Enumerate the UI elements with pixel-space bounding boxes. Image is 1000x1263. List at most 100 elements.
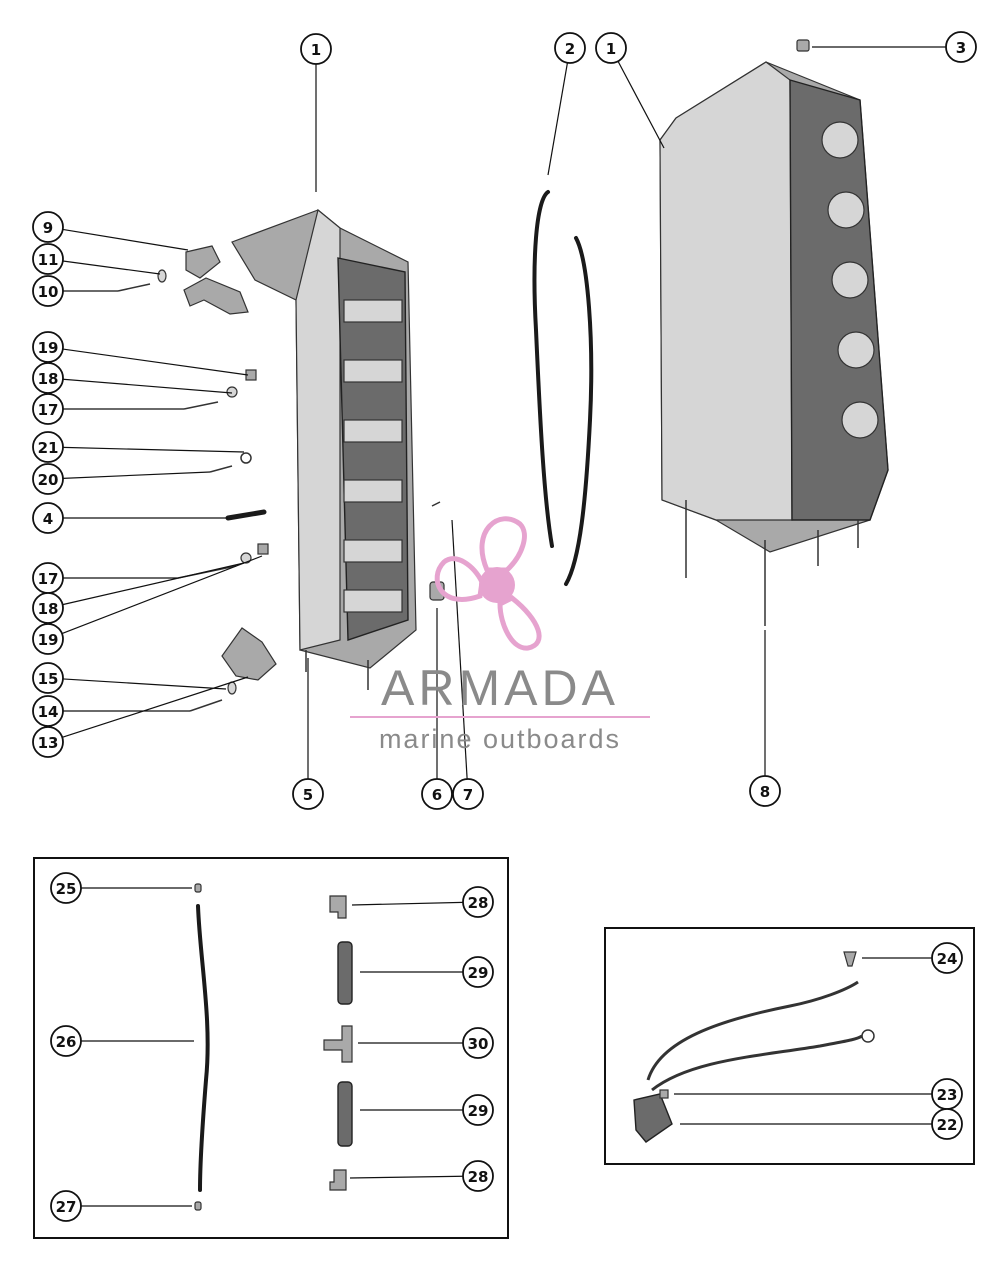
callout-number: 27: [56, 1198, 77, 1216]
callout-leader-line: [61, 555, 263, 635]
callout-leader-line: [62, 471, 211, 479]
screw-part-20: [209, 465, 233, 473]
callout-28: 28: [351, 886, 494, 918]
callout-circle: [462, 886, 494, 918]
callout-leader-line: [62, 260, 161, 275]
callout-1: 1: [595, 32, 665, 149]
callout-circle: [554, 32, 586, 64]
wire-lower: [651, 1034, 863, 1092]
callout-number: 22: [937, 1116, 958, 1134]
clip-part-21: [240, 452, 252, 464]
callout-number: 25: [56, 880, 77, 898]
callout-circle: [595, 32, 627, 64]
callout-circle: [931, 942, 963, 974]
callout-leader-line: [62, 678, 227, 690]
callout-leader-line: [62, 562, 245, 606]
screw-part-24: [843, 951, 857, 967]
washer-part-11: [157, 269, 167, 283]
callout-circle: [462, 1094, 494, 1126]
callout-26: 26: [50, 1025, 194, 1057]
tee-fitting-part-30: [323, 1025, 353, 1063]
callout-19: 19: [32, 555, 263, 655]
callout-number: 11: [38, 251, 59, 269]
callout-number: 10: [38, 283, 59, 301]
bracket-lower-part-9: [183, 277, 249, 315]
callout-9: 9: [32, 211, 189, 251]
callout-leader-line: [451, 519, 468, 780]
callout-circle: [462, 1160, 494, 1192]
bracket-part-9: [185, 245, 221, 279]
callout-24: 24: [862, 942, 963, 974]
callout-circle: [462, 956, 494, 988]
callout-18: 18: [32, 362, 233, 394]
callout-leader-line: [62, 378, 233, 394]
callout-6: 6: [421, 608, 453, 810]
callout-circle: [32, 726, 64, 758]
screw-part-23: [659, 1089, 669, 1099]
callout-1: 1: [300, 33, 332, 192]
cylinder-bores: [821, 121, 879, 439]
sensor-wiring-inset: [604, 927, 975, 1165]
hose-part-29-lower: [337, 1081, 353, 1147]
callout-number: 23: [937, 1086, 958, 1104]
callout-leader-line: [349, 1175, 464, 1179]
callout-29: 29: [360, 1094, 494, 1126]
callout-2: 2: [547, 32, 586, 176]
callout-circle: [32, 695, 64, 727]
callout-13: 13: [32, 676, 249, 758]
nut-part-19-lower: [257, 543, 269, 555]
bolt-part-17: [183, 401, 219, 410]
callout-20: 20: [32, 463, 211, 495]
callout-circle: [32, 463, 64, 495]
callout-leader-line: [62, 228, 189, 251]
wire-ring-terminal: [861, 1029, 875, 1043]
callout-number: 18: [38, 370, 59, 388]
callout-29: 29: [360, 956, 494, 988]
washer-part-18-lower: [240, 552, 252, 564]
callout-7: 7: [451, 519, 484, 810]
callout-circle: [292, 778, 324, 810]
callout-circle: [421, 778, 453, 810]
hose-inset-frame: [33, 857, 509, 1239]
callout-number: 19: [38, 339, 59, 357]
callout-number: 9: [43, 219, 53, 237]
callout-25: 25: [50, 872, 192, 904]
callout-17: 17: [32, 393, 184, 425]
callout-number: 13: [38, 734, 59, 752]
callout-number: 24: [937, 950, 958, 968]
logo-brand-text: ARMADA: [381, 660, 619, 716]
stud-part-4: [225, 509, 267, 521]
callout-18: 18: [32, 562, 245, 624]
crankcase-seal-strips: [532, 190, 594, 586]
screw-part-14: [189, 699, 223, 712]
hose-assembly-inset: [33, 857, 509, 1239]
callout-number: 30: [468, 1035, 489, 1053]
callout-leader-line: [547, 62, 569, 176]
callout-8: 8: [749, 630, 781, 807]
callout-number: 1: [311, 41, 321, 59]
callout-circle: [32, 331, 64, 363]
callout-circle: [50, 1190, 82, 1222]
callout-number: 21: [38, 439, 59, 457]
cylinder-block: [659, 61, 889, 626]
callout-number: 7: [463, 786, 473, 804]
callout-30: 30: [358, 1027, 494, 1059]
callout-23: 23: [674, 1078, 963, 1110]
wire-upper: [646, 980, 859, 1081]
callout-22: 22: [680, 1108, 963, 1140]
callout-10: 10: [32, 275, 118, 307]
callout-17: 17: [32, 562, 178, 594]
callout-circle: [32, 623, 64, 655]
callout-circle: [50, 872, 82, 904]
callout-circle: [50, 1025, 82, 1057]
callout-leader-line: [617, 60, 665, 149]
callout-leader-line: [62, 348, 249, 376]
elbow-fitting-part-28-lower: [329, 1169, 347, 1191]
callout-leader-line: [62, 446, 245, 453]
crankcase-left-half: [231, 208, 417, 690]
callout-5: 5: [292, 658, 324, 810]
elbow-fitting-part-28: [329, 895, 347, 919]
callout-circle: [300, 33, 332, 65]
